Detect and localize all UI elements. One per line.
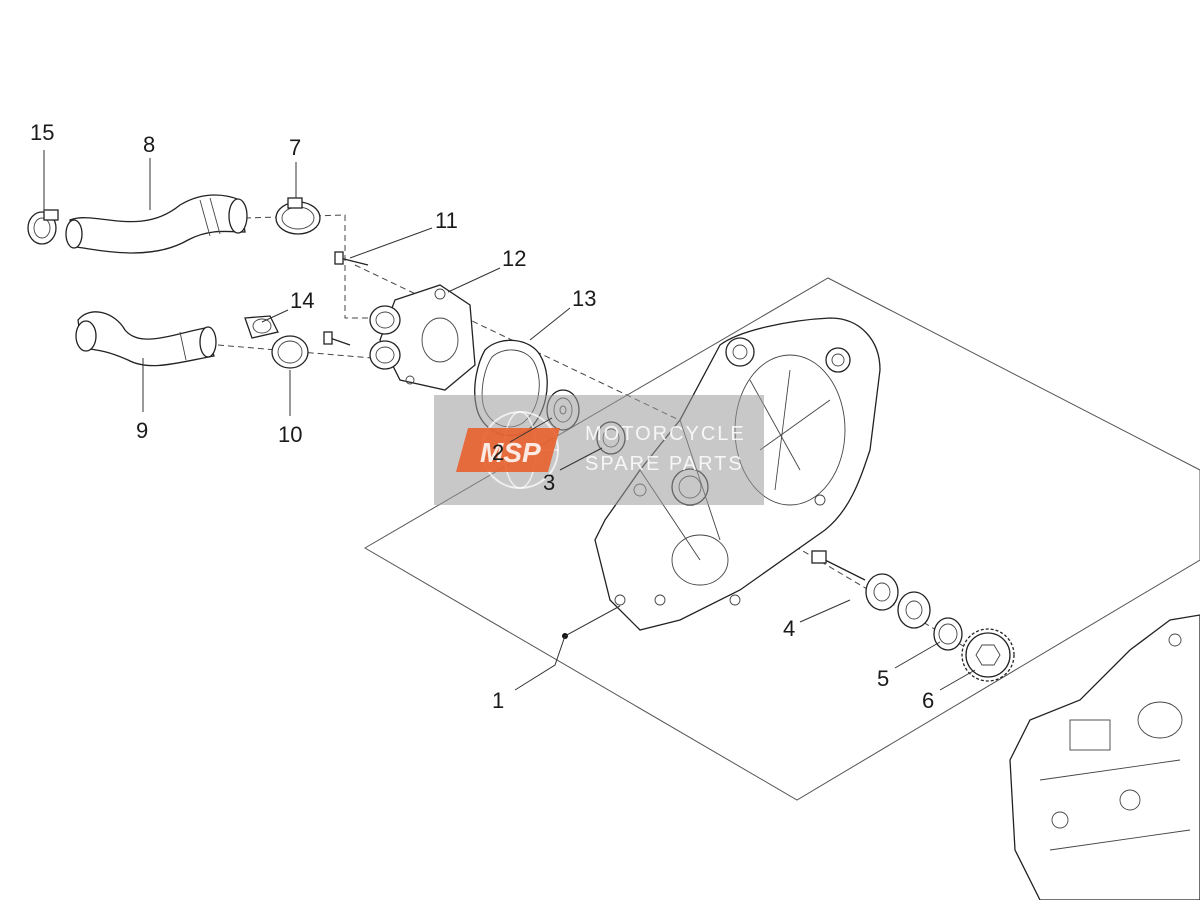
label-4: 4 — [783, 616, 795, 641]
label-14: 14 — [290, 288, 314, 313]
label-3: 3 — [543, 470, 555, 495]
gear-6 — [961, 628, 1015, 682]
label-10: 10 — [278, 422, 302, 447]
label-5: 5 — [877, 666, 889, 691]
shaft-bearings-4 — [811, 550, 931, 629]
label-15: 15 — [30, 120, 54, 145]
leader-lines — [43, 150, 976, 691]
watermark-line2: SPARE PARTS — [585, 453, 744, 475]
label-13: 13 — [572, 286, 596, 311]
label-1: 1 — [492, 688, 504, 713]
screw-11 — [323, 251, 369, 346]
lower-hose-9 — [75, 311, 217, 367]
label-9: 9 — [136, 418, 148, 443]
hose-clamp-10 — [271, 335, 309, 369]
label-11: 11 — [435, 208, 458, 233]
label-8: 8 — [143, 132, 155, 157]
watermark-line1: MOTORCYCLE — [585, 423, 746, 445]
engine-fragment — [1009, 614, 1200, 900]
label-6: 6 — [922, 688, 934, 713]
part-labels: 15 8 7 11 12 14 13 9 10 2 3 4 5 6 1 — [30, 120, 934, 713]
label-12: 12 — [502, 246, 526, 271]
assembly-frame — [364, 277, 1200, 801]
label-7: 7 — [289, 135, 301, 160]
label-2: 2 — [492, 440, 504, 465]
watermark-logo-badge — [456, 428, 560, 472]
circlip-5 — [933, 617, 963, 651]
clamp-15 — [27, 209, 59, 245]
hose-clamp-7 — [275, 197, 321, 235]
clip-14 — [244, 315, 279, 339]
upper-hose-8 — [65, 194, 248, 254]
watermark: MSP MOTORCYCLE SPARE PARTS — [434, 395, 764, 505]
pump-cover-12 — [369, 284, 476, 391]
